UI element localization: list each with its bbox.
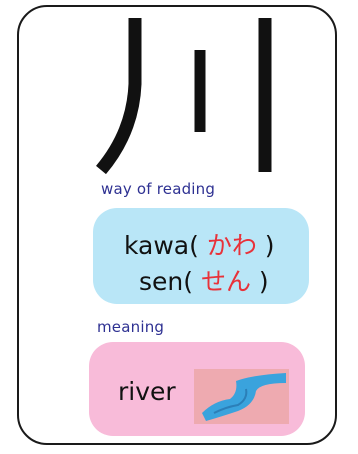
- reading-kana: かわ: [206, 231, 257, 260]
- kanji-stroke-left: [95, 18, 142, 175]
- kanji-character: 川: [95, 18, 272, 175]
- meaning-label: meaning: [97, 318, 165, 336]
- reading-sen: sen( せん ): [139, 267, 269, 296]
- reading-romaji: kawa: [124, 231, 190, 260]
- meaning-word: river: [118, 377, 176, 406]
- reading-box: [93, 208, 309, 304]
- reading-kana: せん: [200, 267, 251, 296]
- reading-romaji: sen: [139, 267, 184, 296]
- river-icon: [194, 369, 289, 424]
- reading-label: way of reading: [101, 180, 216, 198]
- reading-kawa: kawa( かわ ): [124, 231, 275, 260]
- river-bank-shape: [213, 388, 248, 414]
